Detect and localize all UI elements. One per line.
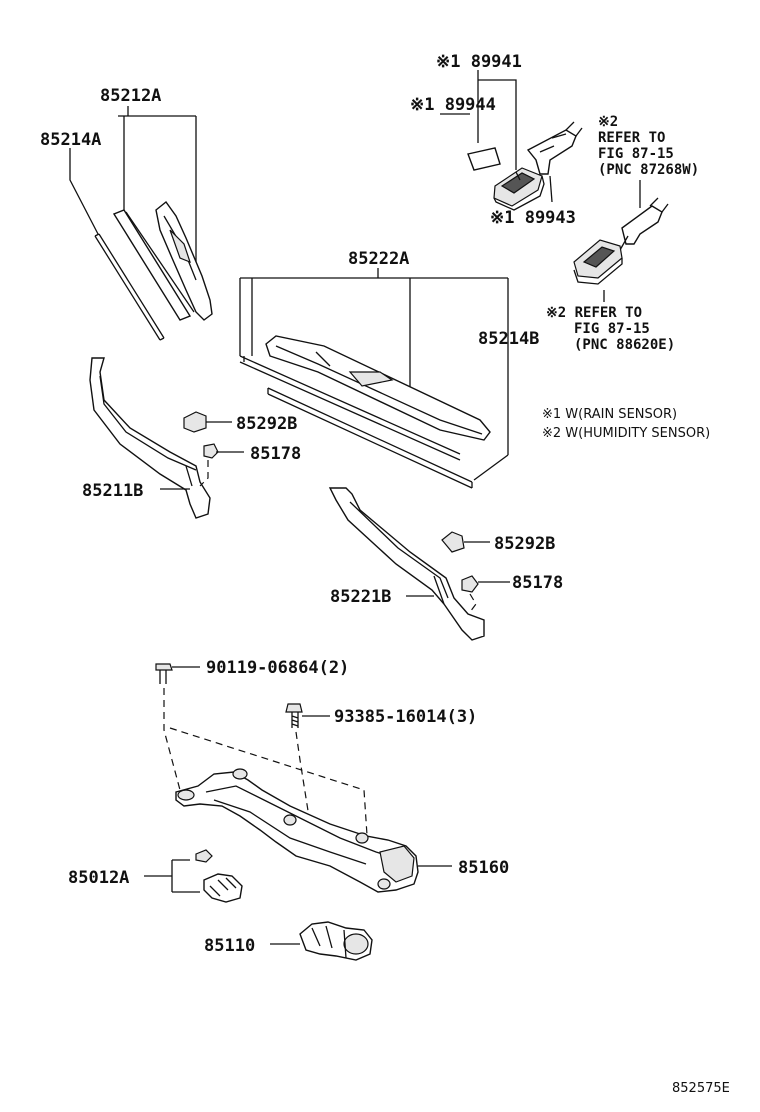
label-85012A: 85012A <box>68 868 129 888</box>
rain-sensor-group <box>440 70 583 211</box>
bushings-85012A <box>144 849 243 903</box>
arm-cap-left <box>183 411 207 433</box>
label-85178-right: 85178 <box>512 573 563 593</box>
wiper-linkage <box>155 663 452 893</box>
rain-sensor-89943 <box>493 167 545 211</box>
humidity-sensor <box>573 239 623 285</box>
label-85211B: 85211B <box>82 481 143 501</box>
sensor-connector <box>526 121 583 175</box>
label-85214A: 85214A <box>40 130 101 150</box>
label-85212A: 85212A <box>100 86 161 106</box>
screw-93385 <box>285 703 330 728</box>
label-85292B-right: 85292B <box>494 534 555 554</box>
label-85110: 85110 <box>204 936 255 956</box>
label-89943: ※1 89943 <box>490 208 576 228</box>
label-85214B: 85214B <box>478 329 539 349</box>
bolt-90119 <box>155 663 200 684</box>
humidity-connector <box>621 205 663 245</box>
label-85221B: 85221B <box>330 587 391 607</box>
label-85292B-left: 85292B <box>236 414 297 434</box>
label-85160: 85160 <box>458 858 509 878</box>
right-wiper-arm <box>328 487 510 641</box>
sensor-pad-89944 <box>467 147 501 171</box>
arm-nut-left <box>203 443 219 459</box>
note-rain-sensor: ※1 W(RAIN SENSOR) <box>542 407 677 422</box>
label-85222A: 85222A <box>348 249 409 269</box>
left-wiper-arm <box>89 357 244 519</box>
ref2-line2: FIG 87-15 <box>574 321 650 337</box>
wiper-motor-85110 <box>270 921 373 961</box>
note-humidity-sensor: ※2 W(HUMIDITY SENSOR) <box>542 426 710 441</box>
arm-cap-right <box>441 531 465 553</box>
ref2-line1: ※2 REFER TO <box>546 305 642 321</box>
part-labels: ※1 89941 ※1 89944 ※1 89943 85212A 85214A… <box>40 52 576 956</box>
ref1-mark: ※2 <box>598 114 618 130</box>
left-wiper-blade <box>69 106 213 341</box>
humidity-sensor-group <box>573 180 669 302</box>
ref1-line2: FIG 87-15 <box>598 146 674 162</box>
arm-nut-right <box>461 575 479 593</box>
label-89944: ※1 89944 <box>410 95 496 115</box>
right-wiper-blade <box>239 268 509 489</box>
reference-notes: ※2 REFER TO FIG 87-15 (PNC 87268W) ※2 RE… <box>542 114 710 441</box>
figure-id: 852575E <box>672 1081 730 1096</box>
ref2-line3: (PNC 88620E) <box>574 337 675 353</box>
label-93385: 93385-16014(3) <box>334 707 477 727</box>
label-89941: ※1 89941 <box>436 52 522 72</box>
label-90119: 90119-06864(2) <box>206 658 349 678</box>
ref1-line3: (PNC 87268W) <box>598 162 699 178</box>
ref1-line1: REFER TO <box>598 130 665 146</box>
label-85178-left: 85178 <box>250 444 301 464</box>
